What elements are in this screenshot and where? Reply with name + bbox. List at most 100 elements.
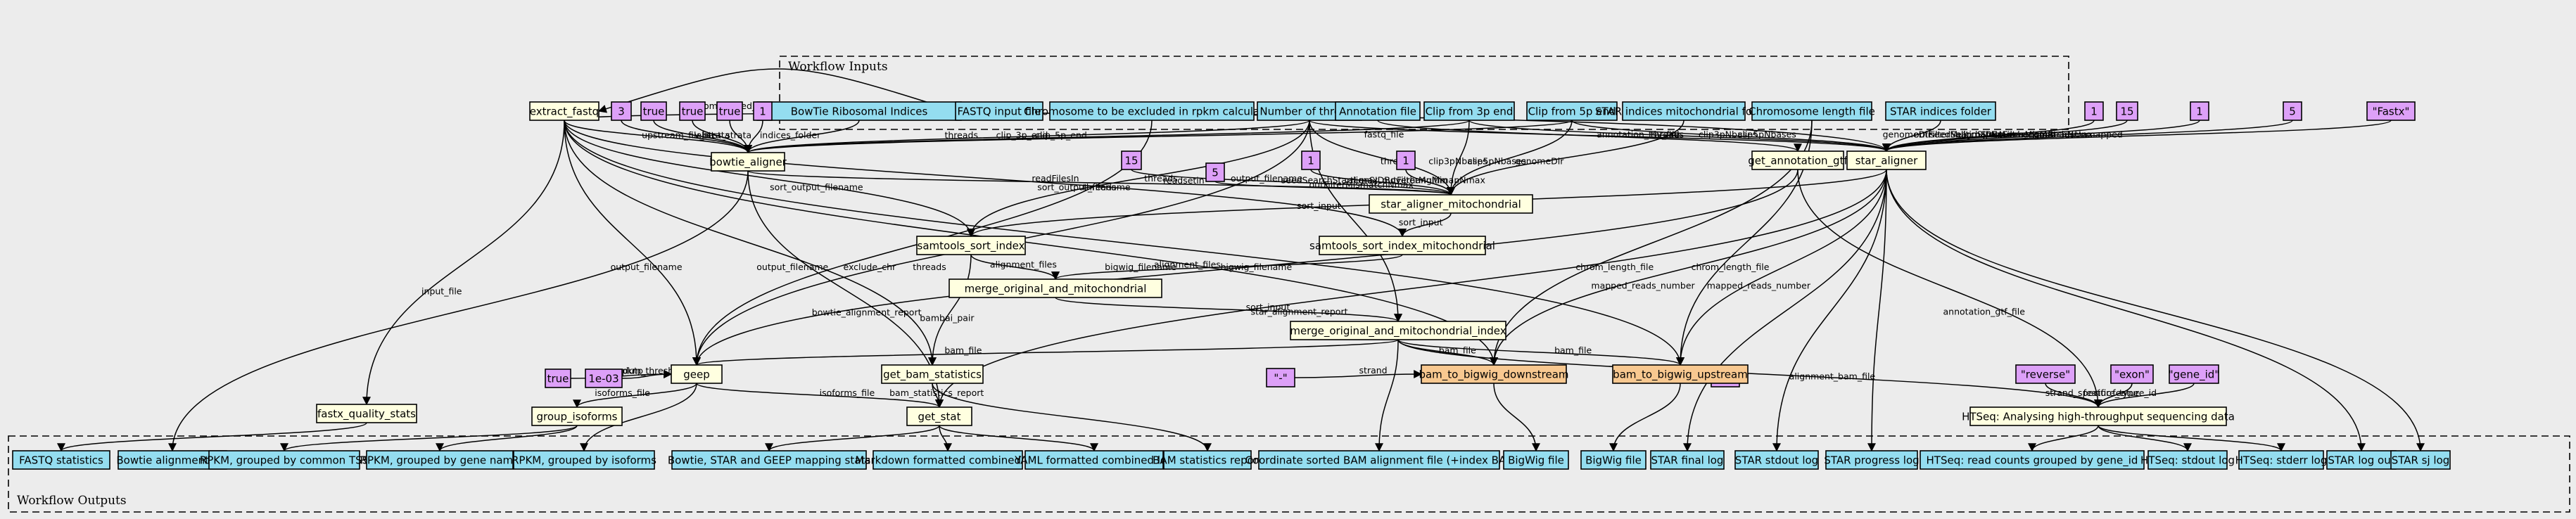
output-coordinate-sorted-bam-alignment-file-index-bai-9[interactable]: Coordinate sorted BAM alignment file (+i…	[1245, 450, 1514, 470]
param-node-1[interactable]: true	[640, 101, 667, 121]
output-star-stdout-log-13[interactable]: STAR stdout log	[1734, 450, 1819, 470]
step-geep-10[interactable]: geep	[671, 364, 723, 384]
param-node-13[interactable]: "Fastx"	[2366, 101, 2416, 121]
edge-60	[1397, 339, 1684, 366]
param-node-4[interactable]: 1	[753, 101, 773, 121]
edge-label-39: exclude_chr	[843, 262, 896, 272]
node-box	[2390, 450, 2451, 470]
output-rpkm-grouped-by-isoforms-4[interactable]: RPKM, grouped by isoforms	[512, 450, 656, 470]
step-star-aligner-3[interactable]: star_aligner	[1846, 150, 1927, 170]
edge-label-62: alignment_bam_file	[1789, 371, 1876, 382]
param-node-7[interactable]: 1	[1301, 150, 1321, 170]
edge-0	[597, 68, 956, 113]
param-node-3[interactable]: true	[716, 101, 743, 121]
input-fastq-input-file-1[interactable]: FASTQ input file	[955, 101, 1043, 121]
edge-label-50: chrom_length_file	[1692, 262, 1770, 272]
input-annotation-file-4[interactable]: Annotation file	[1335, 101, 1421, 121]
edge-65	[696, 383, 944, 409]
param-node-18[interactable]: "reverse"	[2015, 364, 2076, 384]
param-node-2[interactable]: true	[679, 101, 706, 121]
node-label: 5	[2289, 105, 2296, 118]
node-label: Chromosome length file	[1749, 105, 1875, 118]
output-bigwig-file-10[interactable]: BigWig file	[1503, 450, 1569, 470]
step-merge-original-and-mitochondrial-index-8[interactable]: merge_original_and_mitochondrial_index	[1290, 321, 1506, 340]
edge-49	[928, 254, 972, 366]
node-box	[753, 101, 773, 121]
edge-label-66: strand_specific	[2045, 387, 2112, 398]
step-get-stat-15[interactable]: get_stat	[906, 406, 972, 426]
param-node-19[interactable]: "exon"	[2110, 364, 2154, 384]
edge-labels-layer: compressed_fileupstream_filelistv_strata…	[421, 101, 2157, 398]
edge-label-21: seedSearchStartLmax	[1929, 129, 2026, 139]
edge-75	[765, 425, 940, 452]
step-htseq-analysing-high-throughput-sequencing-data-16[interactable]: HTSeq: Analysing high-throughput sequenc…	[1962, 406, 2235, 426]
output-rpkm-grouped-by-common-tss-2[interactable]: RPKM, grouped by common TSS	[200, 450, 369, 470]
param-node-9[interactable]: 1	[2084, 101, 2104, 121]
output-star-progress-log-14[interactable]: STAR progress log	[1824, 450, 1920, 470]
param-node-6[interactable]: 5	[1205, 162, 1225, 182]
param-node-0[interactable]: 3	[611, 101, 632, 121]
node-label: fastx_quality_stats	[317, 408, 416, 421]
step-group-isoforms-14[interactable]: group_isoforms	[531, 406, 623, 426]
node-box	[756, 101, 962, 121]
edge-label-67: feature_type	[2083, 387, 2140, 398]
output-bam-statistics-report-8[interactable]: BAM statistics report	[1153, 450, 1262, 470]
edge-label-12: readsetin	[1163, 175, 1205, 186]
output-bowtie-star-and-geep-mapping-stats-5[interactable]: Bowtie, STAR and GEEP mapping stats	[668, 450, 870, 470]
param-node-8[interactable]: 1	[1396, 150, 1416, 170]
output-htseq-stdout-log-16[interactable]: HTSeq: stdout log	[2140, 450, 2235, 470]
output-yaml-formatted-combined-log-7[interactable]: YAML formatted combined log	[1014, 450, 1174, 470]
param-node-16[interactable]: "-"	[1266, 368, 1295, 387]
node-label: STAR final log	[1651, 454, 1724, 467]
edge-18	[1882, 120, 2200, 153]
output-htseq-stderr-log-17[interactable]: HTSeq: stderr log	[2235, 450, 2328, 470]
step-samtools-sort-index-5[interactable]: samtools_sort_index	[916, 236, 1026, 255]
edge-71	[168, 170, 749, 452]
node-label: FASTQ input file	[958, 105, 1041, 118]
output-star-sj-log-19[interactable]: STAR sj log	[2390, 450, 2451, 470]
output-bigwig-file-11[interactable]: BigWig file	[1580, 450, 1647, 470]
param-node-10[interactable]: 15	[2116, 101, 2138, 121]
step-samtools-sort-index-mitochondrial-6[interactable]: samtools_sort_index_mitochondrial	[1309, 236, 1495, 255]
param-node-15[interactable]: 1e-03	[585, 369, 623, 388]
output-star-final-log-12[interactable]: STAR final log	[1650, 450, 1725, 470]
output-fastq-statistics-0[interactable]: FASTQ statistics	[12, 450, 110, 470]
inputs-cluster	[779, 56, 2069, 130]
input-star-indices-folder-9[interactable]: STAR indices folder	[1885, 101, 1996, 121]
output-rpkm-grouped-by-gene-name-3[interactable]: RPKM, grouped by gene name	[360, 450, 520, 470]
input-chromosome-length-file-8[interactable]: Chromosome length file	[1749, 101, 1875, 121]
edge-34	[1051, 254, 1403, 281]
step-get-bam-statistics-9[interactable]: get_bam_statistics	[881, 364, 984, 384]
edge-79	[1375, 339, 1399, 452]
step-bam-to-bigwig-upstream-12[interactable]: bam_to_bigwig_upstream	[1612, 364, 1749, 384]
edge-53	[1676, 169, 1887, 366]
input-clip-from-5p-end-6[interactable]: Clip from 5p end	[1526, 101, 1618, 121]
input-star-indices-mitochondrial-folder-7[interactable]: STAR indices mitochondrial folder	[1595, 101, 1773, 121]
step-bam-to-bigwig-downstream-11[interactable]: bam_to_bigwig_downstream	[1419, 364, 1569, 384]
step-fastx-quality-stats-13[interactable]: fastx_quality_stats	[316, 404, 417, 423]
edge-label-26: outFilterMismatchNmax	[1309, 179, 1414, 190]
input-bowtie-ribosomal-indices-0[interactable]: BowTie Ribosomal Indices	[756, 101, 962, 121]
param-node-20[interactable]: "gene_id"	[2169, 364, 2219, 384]
step-star-aligner-mitochondrial-4[interactable]: star_aligner_mitochondrial	[1369, 194, 1533, 214]
output-star-log-out-18[interactable]: STAR log out	[2326, 450, 2397, 470]
step-extract-fastq-0[interactable]: extract_fastq	[529, 101, 599, 121]
edge-label-51: mapped_reads_number	[1591, 280, 1695, 290]
output-htseq-read-counts-grouped-by-gene-id-15[interactable]: HTSeq: read counts grouped by gene_id	[1920, 450, 2145, 470]
node-box	[1526, 101, 1618, 121]
input-clip-from-3p-end-5[interactable]: Clip from 3p end	[1423, 101, 1515, 121]
node-label: HTSeq: stderr log	[2235, 454, 2328, 467]
edge-22	[1447, 120, 1684, 196]
param-node-14[interactable]: true	[545, 369, 571, 388]
node-label: true	[719, 105, 741, 118]
step-bowtie-aligner-1[interactable]: bowtie_aligner	[709, 152, 787, 172]
param-node-12[interactable]: 5	[2283, 101, 2302, 121]
param-node-5[interactable]: 15	[1121, 150, 1142, 170]
node-label: 1	[2090, 105, 2098, 118]
input-chromosome-to-be-excluded-in-rpkm-calculation-2[interactable]: Chromosome to be excluded in rpkm calcul…	[1024, 101, 1280, 121]
step-merge-original-and-mitochondrial-7[interactable]: merge_original_and_mitochondrial	[948, 278, 1162, 298]
step-get-annotation-gtf-2[interactable]: get_annotation_gtf	[1748, 150, 1848, 170]
output-markdown-formatted-combined-log-6[interactable]: Markdown formatted combined log	[855, 450, 1041, 470]
edge-label-25: seedSearchStartLmax	[1281, 174, 1378, 185]
param-node-11[interactable]: 1	[2190, 101, 2209, 121]
